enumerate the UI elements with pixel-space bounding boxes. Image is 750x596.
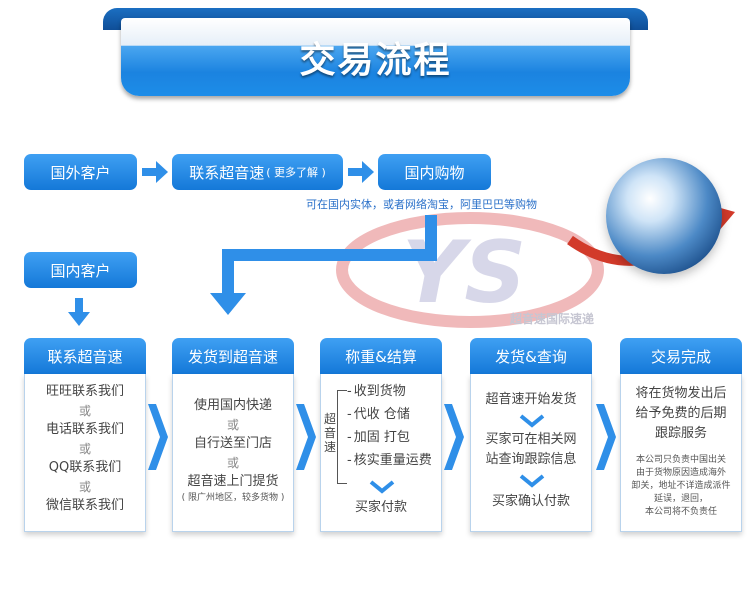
chevron-right-icon bbox=[596, 404, 616, 470]
domestic-customer-box: 国内客户 bbox=[24, 252, 137, 288]
contact-more-box[interactable]: 联系超音速( 更多了解 ) bbox=[172, 154, 343, 190]
step-ship-to-us: 发货到超音速 使用国内快递 或 自行送至门店 或 超音速上门提货 ( 限广州地区… bbox=[172, 338, 294, 532]
route-arrow bbox=[210, 215, 437, 315]
step-header: 联系超音速 bbox=[24, 338, 146, 374]
pickup-footnote: ( 限广州地区，较多货物 ) bbox=[181, 493, 285, 503]
watermark-text: 超音速国际速递 bbox=[510, 312, 595, 326]
or-text: 或 bbox=[226, 456, 239, 470]
buyer-pays: 买家付款 bbox=[354, 500, 407, 515]
chevron-right-icon bbox=[148, 404, 168, 470]
step-body: 将在货物发出后 给予免费的后期 跟踪服务 本公司只负责中国出关 由于货物原因造成… bbox=[620, 374, 742, 532]
step-contact: 联系超音速 旺旺联系我们 或 电话联系我们 或 QQ联系我们 或 微信联系我们 bbox=[24, 338, 146, 532]
disclaimer-line: 卸关，地址不详造成派件 bbox=[631, 481, 731, 491]
service-item: 加固 打包 bbox=[347, 426, 432, 449]
step-weigh-settle: 称重&结算 超音速 收到货物 代收 仓储 加固 打包 核实重量运费 买家付款 bbox=[320, 338, 442, 532]
title-banner: 交易流程 bbox=[103, 8, 648, 96]
arrow-right-icon bbox=[142, 161, 168, 183]
svg-text:YS: YS bbox=[402, 223, 526, 323]
service-item: 代收 仓储 bbox=[347, 403, 432, 426]
contact-label: 联系超音速 bbox=[189, 163, 265, 182]
domestic-customer-label: 国内客户 bbox=[50, 261, 111, 280]
globe-image bbox=[606, 158, 722, 274]
disclaimer-line: 延误，退回， bbox=[653, 494, 708, 504]
domestic-shopping-box: 国内购物 bbox=[378, 154, 491, 190]
disclaimer-line: 本公司只负责中国出关 bbox=[635, 455, 726, 465]
disclaimer-line: 由于货物原因造成海外 bbox=[635, 468, 726, 478]
arrow-down-icon bbox=[68, 298, 90, 326]
step-ship-track: 发货&查询 超音速开始发货 买家可在相关网 站查询跟踪信息 买家确认付款 bbox=[470, 338, 592, 532]
service-line: 给予免费的后期 bbox=[635, 406, 727, 421]
step-header: 交易完成 bbox=[620, 338, 742, 374]
side-label: 超音速 bbox=[323, 412, 336, 454]
chevron-down-icon bbox=[369, 480, 395, 494]
step-body: 使用国内快递 或 自行送至门店 或 超音速上门提货 ( 限广州地区，较多货物 ) bbox=[172, 374, 294, 532]
foreign-customer-box: 国外客户 bbox=[24, 154, 137, 190]
chevron-right-icon bbox=[296, 404, 316, 470]
bracket bbox=[337, 390, 347, 484]
banner-body: 交易流程 bbox=[121, 18, 630, 96]
chevron-down-icon bbox=[519, 474, 545, 488]
watermark-logo: YS bbox=[336, 212, 604, 328]
foreign-customer-label: 国外客户 bbox=[50, 163, 111, 182]
step-body: 超音速开始发货 买家可在相关网 站查询跟踪信息 买家确认付款 bbox=[470, 374, 592, 532]
contact-qq: QQ联系我们 bbox=[48, 460, 122, 475]
tracking-line-2: 站查询跟踪信息 bbox=[485, 452, 577, 467]
chevron-right-icon bbox=[444, 404, 464, 470]
or-text: 或 bbox=[78, 442, 91, 456]
tracking-line-1: 买家可在相关网 bbox=[485, 432, 577, 447]
domestic-shopping-label: 国内购物 bbox=[404, 163, 465, 182]
step-complete: 交易完成 将在货物发出后 给予免费的后期 跟踪服务 本公司只负责中国出关 由于货… bbox=[620, 338, 742, 532]
option-pickup: 超音速上门提货 bbox=[187, 474, 279, 489]
step-header: 发货到超音速 bbox=[172, 338, 294, 374]
step-header: 发货&查询 bbox=[470, 338, 592, 374]
service-item: 核实重量运费 bbox=[347, 449, 432, 472]
buyer-confirms: 买家确认付款 bbox=[491, 494, 570, 509]
service-line: 跟踪服务 bbox=[654, 426, 707, 441]
start-shipping: 超音速开始发货 bbox=[485, 392, 577, 407]
arrow-right-icon bbox=[348, 161, 374, 183]
service-item: 收到货物 bbox=[347, 380, 432, 403]
contact-wangwang: 旺旺联系我们 bbox=[45, 384, 124, 399]
step-body: 超音速 收到货物 代收 仓储 加固 打包 核实重量运费 买家付款 bbox=[320, 374, 442, 532]
option-domestic-express: 使用国内快递 bbox=[193, 398, 272, 413]
step-body: 旺旺联系我们 或 电话联系我们 或 QQ联系我们 或 微信联系我们 bbox=[24, 374, 146, 532]
disclaimer-line: 本公司将不负责任 bbox=[644, 507, 717, 517]
service-line: 将在货物发出后 bbox=[635, 386, 727, 401]
option-self-delivery: 自行送至门店 bbox=[193, 436, 272, 451]
or-text: 或 bbox=[226, 418, 239, 432]
more-info-link[interactable]: ( 更多了解 ) bbox=[266, 166, 326, 179]
service-list: 收到货物 代收 仓储 加固 打包 核实重量运费 bbox=[347, 380, 432, 472]
contact-wechat: 微信联系我们 bbox=[45, 498, 124, 513]
or-text: 或 bbox=[78, 404, 91, 418]
shopping-note: 可在国内实体，或者网络淘宝，阿里巴巴等购物 bbox=[306, 198, 537, 211]
or-text: 或 bbox=[78, 480, 91, 494]
page-title: 交易流程 bbox=[299, 40, 452, 81]
contact-phone: 电话联系我们 bbox=[45, 422, 124, 437]
chevron-down-icon bbox=[519, 414, 545, 428]
step-header: 称重&结算 bbox=[320, 338, 442, 374]
